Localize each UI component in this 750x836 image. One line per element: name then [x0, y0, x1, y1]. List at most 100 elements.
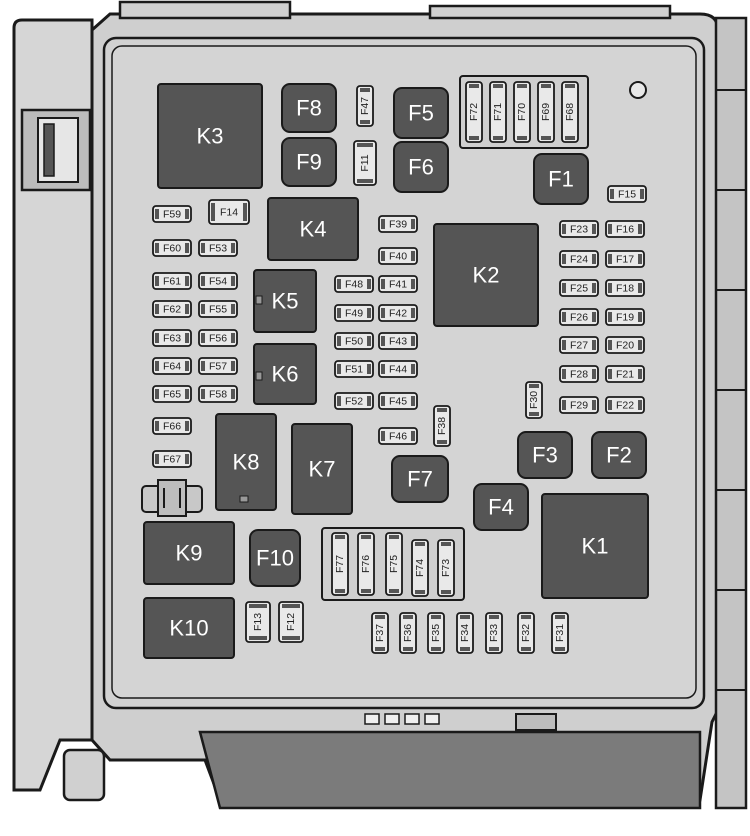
fuse-f71: F71	[489, 81, 507, 143]
fuse-label-f63: F63	[163, 333, 181, 345]
fuse-f3: F3	[517, 431, 573, 479]
fuse-f15: F15	[607, 185, 647, 203]
fuse-label-f51: F51	[345, 364, 363, 376]
fuse-label-f75: F75	[388, 555, 400, 573]
fuse-label-f41: F41	[389, 279, 407, 291]
fuse-f46: F46	[378, 427, 418, 445]
fuse-label-f61: F61	[163, 276, 181, 288]
fuse-label-f24: F24	[570, 254, 588, 266]
relay-k2: K2	[433, 223, 539, 327]
fuse-label-f2: F2	[606, 443, 632, 468]
fuse-label-f33: F33	[488, 624, 500, 642]
fuse-label-f14: F14	[220, 207, 238, 219]
relay-pin	[239, 495, 249, 503]
fuse-f30: F30	[525, 381, 543, 419]
fuse-label-f71: F71	[492, 103, 504, 121]
fuse-label-f11: F11	[359, 154, 371, 171]
fuse-f54: F54	[198, 272, 238, 290]
fuse-f61: F61	[152, 272, 192, 290]
fuse-f17: F17	[605, 250, 645, 268]
fuse-f29: F29	[559, 396, 599, 414]
fuse-label-f66: F66	[163, 421, 181, 433]
fuse-label-f46: F46	[389, 431, 407, 443]
fuse-label-f7: F7	[407, 467, 433, 492]
fuse-label-f57: F57	[209, 361, 227, 373]
fuse-f34: F34	[456, 612, 474, 654]
fuse-f21: F21	[605, 365, 645, 383]
fuse-f28: F28	[559, 365, 599, 383]
fuse-f72: F72	[465, 81, 483, 143]
fuse-f45: F45	[378, 392, 418, 410]
fuse-label-f64: F64	[163, 361, 181, 373]
fuse-f66: F66	[152, 417, 192, 435]
relay-pin	[255, 371, 263, 381]
fuse-f14: F14	[208, 199, 250, 225]
fuse-label-f20: F20	[616, 340, 634, 352]
fuse-f76: F76	[357, 532, 375, 596]
relay-label-k4: K4	[300, 217, 327, 242]
fuse-f36: F36	[399, 612, 417, 654]
fuse-label-f8: F8	[296, 96, 322, 121]
fuse-f56: F56	[198, 329, 238, 347]
relay-pin	[255, 295, 263, 305]
fuse-f39: F39	[378, 215, 418, 233]
fuse-f13: F13	[245, 601, 271, 643]
fuse-f53: F53	[198, 239, 238, 257]
fuse-label-f45: F45	[389, 396, 407, 408]
fuse-f22: F22	[605, 396, 645, 414]
fuse-label-f44: F44	[389, 364, 407, 376]
fuse-f2: F2	[591, 431, 647, 479]
fuse-label-f25: F25	[570, 283, 588, 295]
fuse-f67: F67	[152, 450, 192, 468]
fuse-label-f5: F5	[408, 101, 434, 126]
fuse-f9: F9	[281, 137, 337, 187]
fuse-label-f38: F38	[436, 417, 448, 435]
fuse-label-f72: F72	[468, 103, 480, 121]
fuse-f19: F19	[605, 308, 645, 326]
fuse-label-f10: F10	[256, 546, 294, 571]
fuse-f49: F49	[334, 304, 374, 322]
fuse-label-f58: F58	[209, 389, 227, 401]
fuse-label-f9: F9	[296, 150, 322, 175]
fuse-f8: F8	[281, 83, 337, 133]
fuse-f62: F62	[152, 300, 192, 318]
relay-k4: K4	[267, 197, 359, 261]
fuse-label-f37: F37	[374, 624, 386, 642]
fuse-label-f47: F47	[359, 97, 371, 115]
fuse-label-f67: F67	[163, 454, 181, 466]
fuse-f32: F32	[517, 612, 535, 654]
relay-label-k7: K7	[309, 457, 336, 482]
fuse-label-f40: F40	[389, 251, 407, 263]
fuse-label-f77: F77	[334, 555, 346, 573]
fuse-label-f26: F26	[570, 312, 588, 324]
relay-label-k10: K10	[169, 616, 208, 641]
fuse-label-f34: F34	[459, 624, 471, 642]
fuse-label-f36: F36	[402, 624, 414, 642]
fuse-f48: F48	[334, 275, 374, 293]
fuse-f33: F33	[485, 612, 503, 654]
fuse-label-f13: F13	[252, 613, 264, 631]
fuse-label-f12: F12	[285, 613, 297, 631]
fuse-label-f3: F3	[532, 443, 558, 468]
fuse-label-f43: F43	[389, 336, 407, 348]
fuse-f47: F47	[356, 85, 374, 127]
fuse-f60: F60	[152, 239, 192, 257]
fuse-f75: F75	[385, 532, 403, 596]
relay-label-k5: K5	[272, 289, 299, 314]
clip-icon	[141, 479, 203, 517]
fuse-f16: F16	[605, 220, 645, 238]
fuse-f24: F24	[559, 250, 599, 268]
fuse-label-f48: F48	[345, 279, 363, 291]
fuse-label-f21: F21	[616, 369, 634, 381]
fuse-label-f30: F30	[528, 391, 540, 409]
fuse-f77: F77	[331, 532, 349, 596]
fuse-label-f73: F73	[440, 559, 452, 577]
fuse-f5: F5	[393, 87, 449, 139]
fuse-label-f18: F18	[616, 283, 634, 295]
relay-k7: K7	[291, 423, 353, 515]
fuse-f57: F57	[198, 357, 238, 375]
fuse-f51: F51	[334, 360, 374, 378]
relay-k8: K8	[215, 413, 277, 511]
fuse-label-f49: F49	[345, 308, 363, 320]
